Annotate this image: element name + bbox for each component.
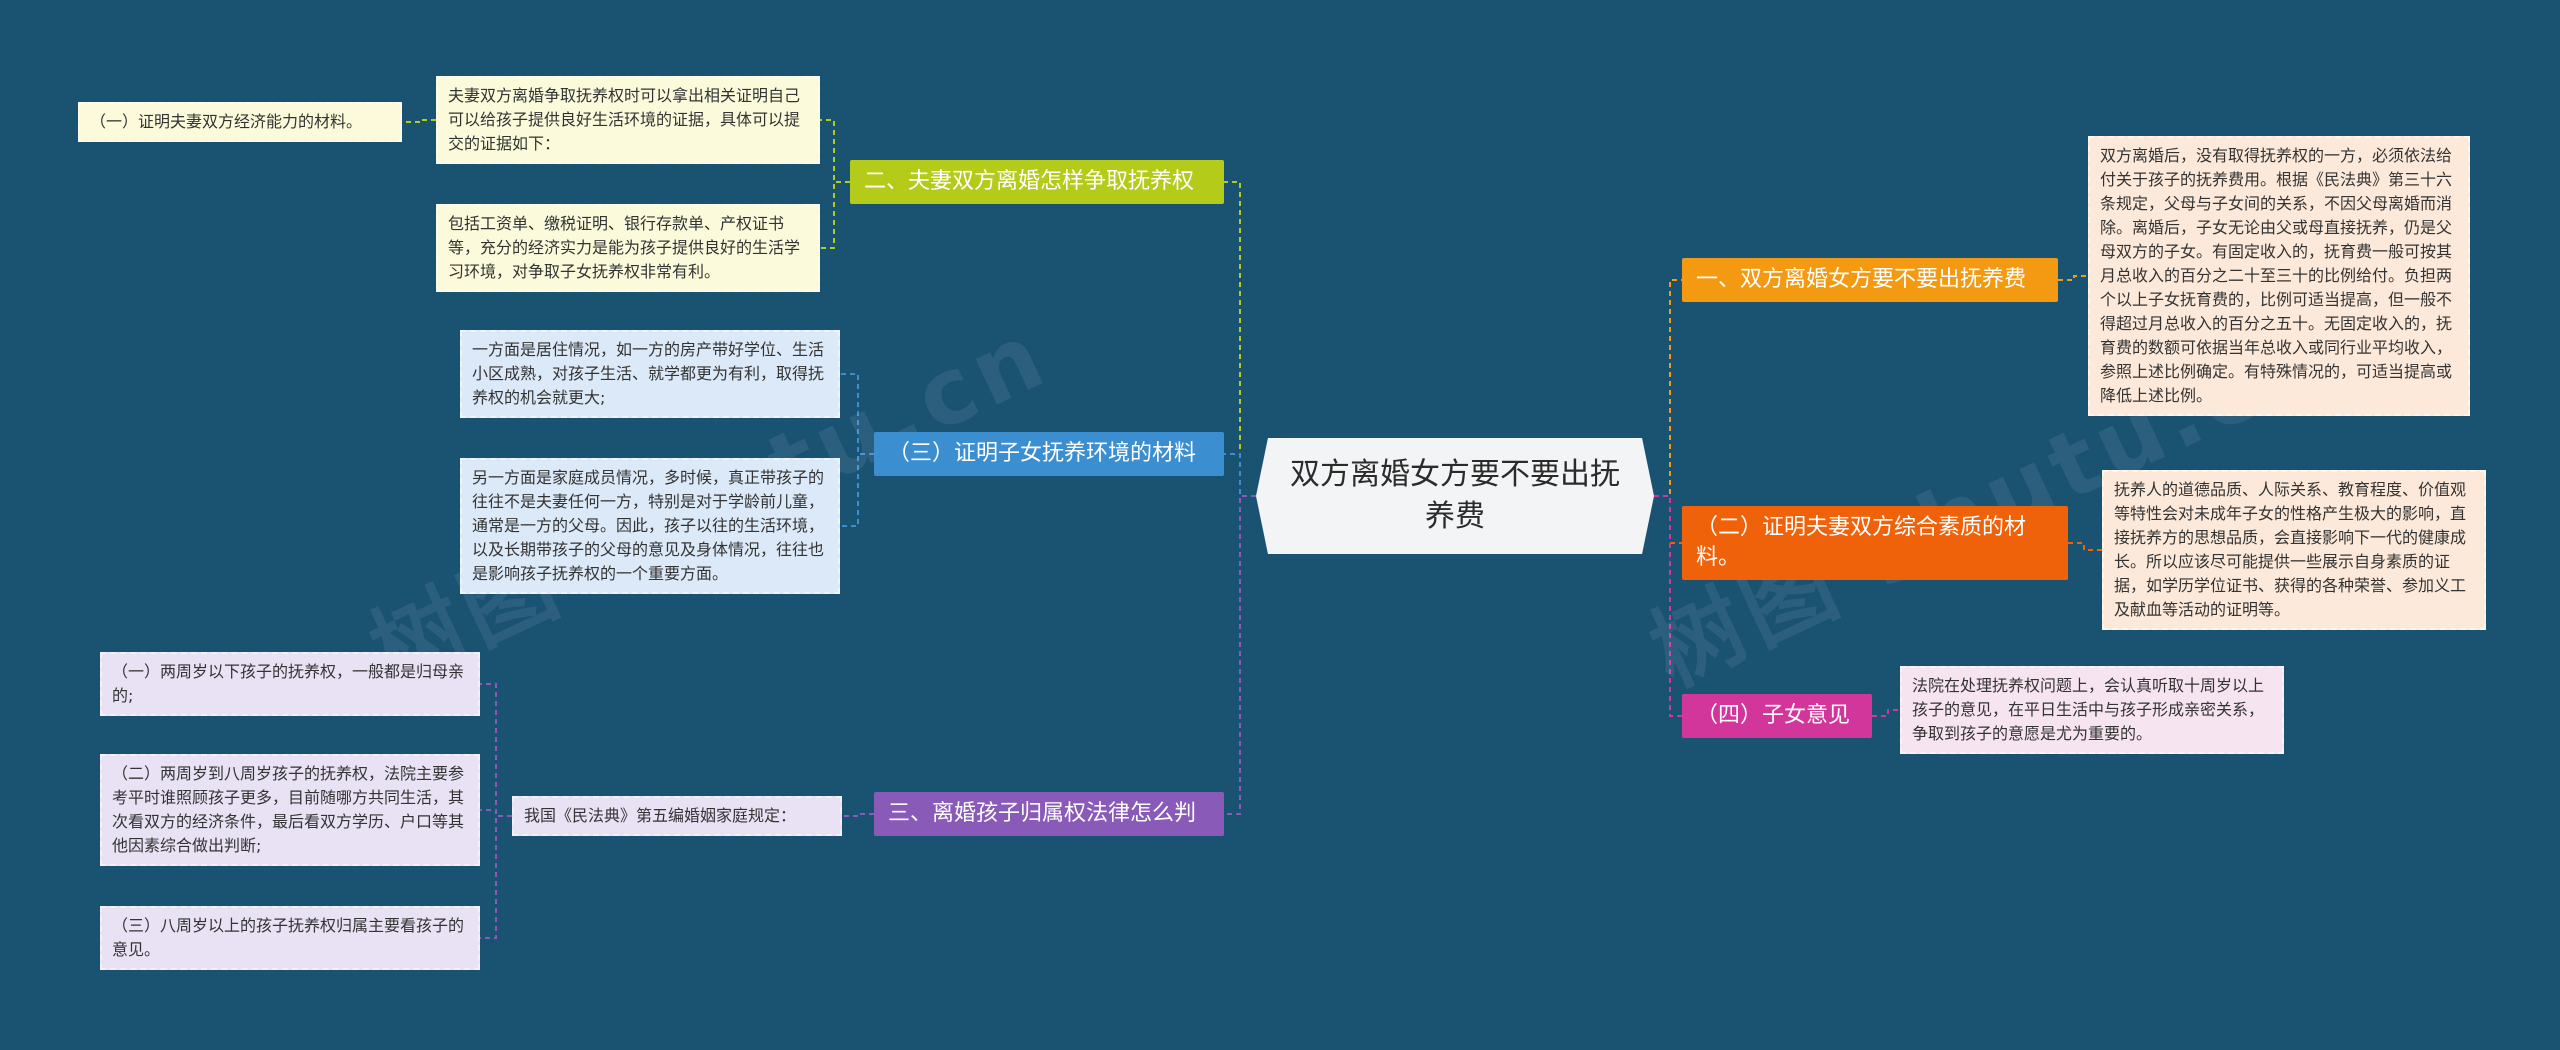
link-center-branch-l1 <box>1224 181 1256 497</box>
note-economic-ability: （一）证明夫妻双方经济能力的材料。 <box>78 102 402 142</box>
topic-strive-custody[interactable]: 二、夫妻双方离婚怎样争取抚养权 <box>850 160 1224 204</box>
central-topic[interactable]: 双方离婚女方要不要出抚养费 <box>1256 438 1654 554</box>
note-two-to-eight: （二）两周岁到八周岁孩子的抚养权，法院主要参考平时谁照顾孩子更多，目前随哪方共同… <box>100 754 480 866</box>
topic-child-opinion[interactable]: （四）子女意见 <box>1682 694 1872 738</box>
note-text: （一）两周岁以下孩子的抚养权，一般都是归母亲的; <box>112 662 465 705</box>
note-text: 双方离婚后，没有取得抚养权的一方，必须依法给付关于孩子的抚养费用。根据《民法典》… <box>2100 146 2453 405</box>
link-center-branch-r1 <box>1654 279 1682 497</box>
note-text: （二）两周岁到八周岁孩子的抚养权，法院主要参考平时谁照顾孩子更多，目前随哪方共同… <box>112 764 465 855</box>
note-under-two: （一）两周岁以下孩子的抚养权，一般都是归母亲的; <box>100 652 480 716</box>
note-over-eight: （三）八周岁以上的孩子抚养权归属主要看孩子的意见。 <box>100 906 480 970</box>
topic-label: 一、双方离婚女方要不要出抚养费 <box>1696 267 2027 292</box>
note-text: （一）证明夫妻双方经济能力的材料。 <box>90 112 363 131</box>
link-r1-note <box>2058 275 2088 281</box>
note-family-members: 另一方面是家庭成员情况，多时候，真正带孩子的往往不是夫妻任何一方，特别是对于学龄… <box>460 458 840 594</box>
note-text: 法院在处理抚养权问题上，会认真听取十周岁以上孩子的意见，在平日生活中与孩子形成亲… <box>1912 676 2265 743</box>
note-support-law: 双方离婚后，没有取得抚养权的一方，必须依法给付关于孩子的抚养费用。根据《民法典》… <box>2088 136 2470 416</box>
link-l1-item1 <box>402 119 436 123</box>
note-economic-detail: 包括工资单、缴税证明、银行存款单、产权证书等，充分的经济实力是能为孩子提供良好的… <box>436 204 820 292</box>
note-text: 另一方面是家庭成员情况，多时候，真正带孩子的往往不是夫妻任何一方，特别是对于学龄… <box>472 468 825 583</box>
link-center-branch-r2 <box>1654 495 1682 544</box>
link-center-branch-r3 <box>1654 495 1682 717</box>
link-l1-intro <box>820 119 850 183</box>
note-text: （三）八周岁以上的孩子抚养权归属主要看孩子的意见。 <box>112 916 465 959</box>
topic-label: （二）证明夫妻双方综合素质的材料。 <box>1696 515 2027 570</box>
topic-label: 三、离婚孩子归属权法律怎么判 <box>888 801 1197 826</box>
topic-living-environment[interactable]: （三）证明子女抚养环境的材料 <box>874 432 1224 476</box>
note-text: 夫妻双方离婚争取抚养权时可以拿出相关证明自己可以给孩子提供良好生活环境的证据，具… <box>448 86 801 153</box>
link-center-branch-l2 <box>1224 453 1256 497</box>
note-text: 抚养人的道德品质、人际关系、教育程度、价值观等特性会对未成年子女的性格产生极大的… <box>2114 480 2467 619</box>
link-l3-intro <box>842 813 874 817</box>
note-text: 我国《民法典》第五编婚姻家庭规定： <box>524 806 797 825</box>
topic-label: 二、夫妻双方离婚怎样争取抚养权 <box>864 169 1195 194</box>
note-child-opinion: 法院在处理抚养权问题上，会认真听取十周岁以上孩子的意见，在平日生活中与孩子形成亲… <box>1900 666 2284 754</box>
topic-custody-law[interactable]: 三、离婚孩子归属权法律怎么判 <box>874 792 1224 836</box>
note-text: 一方面是居住情况，如一方的房产带好学位、生活小区成熟，对孩子生活、就学都更为有利… <box>472 340 825 407</box>
link-r3-note <box>1872 709 1900 717</box>
topic-mother-support[interactable]: 一、双方离婚女方要不要出抚养费 <box>1682 258 2058 302</box>
note-civil-code: 我国《民法典》第五编婚姻家庭规定： <box>512 796 842 836</box>
note-evidence-intro: 夫妻双方离婚争取抚养权时可以拿出相关证明自己可以给孩子提供良好生活环境的证据，具… <box>436 76 820 164</box>
note-residence: 一方面是居住情况，如一方的房产带好学位、生活小区成熟，对孩子生活、就学都更为有利… <box>460 330 840 418</box>
link-l3-item1 <box>480 683 512 817</box>
link-l2-note1 <box>840 373 874 455</box>
link-r2-note <box>2068 542 2102 551</box>
topic-label: （四）子女意见 <box>1696 703 1851 728</box>
link-l1-detail <box>820 181 850 249</box>
note-text: 包括工资单、缴税证明、银行存款单、产权证书等，充分的经济实力是能为孩子提供良好的… <box>448 214 801 281</box>
note-quality-evidence: 抚养人的道德品质、人际关系、教育程度、价值观等特性会对未成年子女的性格产生极大的… <box>2102 470 2486 630</box>
topic-label: （三）证明子女抚养环境的材料 <box>888 441 1197 466</box>
central-topic-label: 双方离婚女方要不要出抚养费 <box>1290 457 1620 534</box>
topic-personal-quality[interactable]: （二）证明夫妻双方综合素质的材料。 <box>1682 506 2068 580</box>
link-l3-item2 <box>480 809 512 817</box>
link-center-branch-l3 <box>1224 495 1256 815</box>
link-l3-item3 <box>480 815 512 939</box>
